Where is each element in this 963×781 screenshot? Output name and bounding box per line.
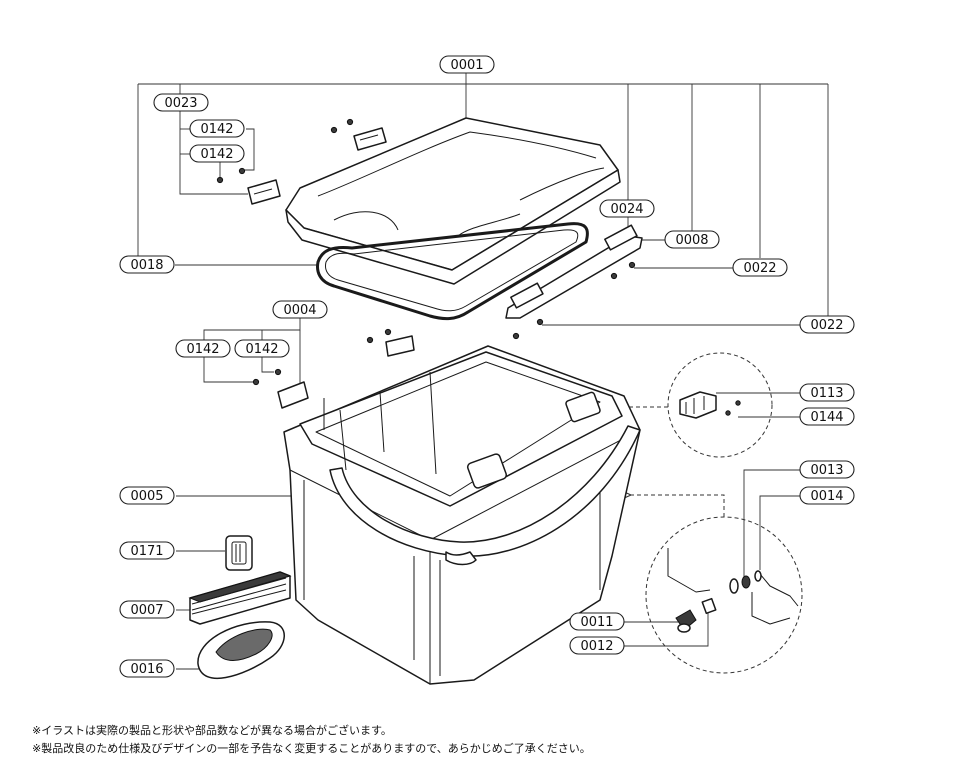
callout-label: 0022 xyxy=(743,261,776,276)
callout-label: 0012 xyxy=(580,639,613,654)
grip-part xyxy=(197,621,285,679)
callout-label: 0013 xyxy=(810,463,843,478)
callout-screw-a2: 0142 xyxy=(189,144,245,163)
callout-label: 0018 xyxy=(130,258,163,273)
callout-label: 0171 xyxy=(130,544,163,559)
disclaimer-specification: ※製品改良のため仕様及びデザインの一部を予告なく変更することがありますので、あら… xyxy=(32,742,591,755)
detail-callouts xyxy=(610,352,803,674)
callout-label: 0142 xyxy=(200,122,233,137)
screw-parts xyxy=(216,118,741,416)
callout-label: 0004 xyxy=(283,303,316,318)
callout-label: 0014 xyxy=(810,489,843,504)
gasket-part xyxy=(316,222,589,321)
leader-lines xyxy=(137,72,829,670)
callout-drain-washer: 0012 xyxy=(569,636,625,655)
callout-body: 0005 xyxy=(119,486,175,505)
drain-detail-arrow xyxy=(630,495,725,517)
bracket-detail-circle xyxy=(667,352,773,458)
callout-hinge-body: 0004 xyxy=(272,300,328,319)
clip-part xyxy=(225,535,253,571)
callout-hinge-top: 0023 xyxy=(153,93,209,112)
callout-label: 0113 xyxy=(810,386,843,401)
drain-detail-circle xyxy=(645,516,803,674)
callout-label: 0144 xyxy=(810,410,843,425)
callout-label: 0005 xyxy=(130,489,163,504)
callout-drain-part2: 0014 xyxy=(799,486,855,505)
callout-drain-cap: 0011 xyxy=(569,612,625,631)
divider-part xyxy=(188,571,292,625)
callout-screw-c2: 0142 xyxy=(234,339,290,358)
bracket-part xyxy=(679,391,717,419)
disclaimer-illustration: ※イラストは実際の製品と形状や部品数などが異なる場合がございます。 xyxy=(32,724,392,737)
callout-latch-bar: 0024 xyxy=(599,199,655,218)
callout-label: 0011 xyxy=(580,615,613,630)
callout-bracket: 0113 xyxy=(799,383,855,402)
callout-lid: 0001 xyxy=(439,55,495,74)
callout-bracket-screw: 0144 xyxy=(799,407,855,426)
callout-screw-c1: 0142 xyxy=(175,339,231,358)
callout-label: 0023 xyxy=(164,96,197,111)
cooler-body-part xyxy=(283,345,641,685)
latch-bar-part xyxy=(505,224,643,319)
callout-screw-b1: 0022 xyxy=(732,258,788,277)
callout-label: 0007 xyxy=(130,603,163,618)
callout-screw-b2: 0022 xyxy=(799,315,855,334)
callout-label: 0024 xyxy=(610,202,643,217)
callout-drain-part1: 0013 xyxy=(799,460,855,479)
lid-part xyxy=(285,117,621,285)
callout-label: 0142 xyxy=(245,342,278,357)
hinge-parts xyxy=(247,127,415,409)
callout-screw-a1: 0142 xyxy=(189,119,245,138)
callout-label: 0016 xyxy=(130,662,163,677)
callout-clip: 0171 xyxy=(119,541,175,560)
callout-label: 0142 xyxy=(186,342,219,357)
callout-label: 0142 xyxy=(200,147,233,162)
drain-part xyxy=(667,548,799,633)
callout-label: 0001 xyxy=(450,58,483,73)
callout-gasket: 0018 xyxy=(119,255,175,274)
callout-latch-bar-right: 0008 xyxy=(664,230,720,249)
callout-grip: 0016 xyxy=(119,659,175,678)
callout-divider: 0007 xyxy=(119,600,175,619)
callout-label: 0008 xyxy=(675,233,708,248)
callout-label: 0022 xyxy=(810,318,843,333)
